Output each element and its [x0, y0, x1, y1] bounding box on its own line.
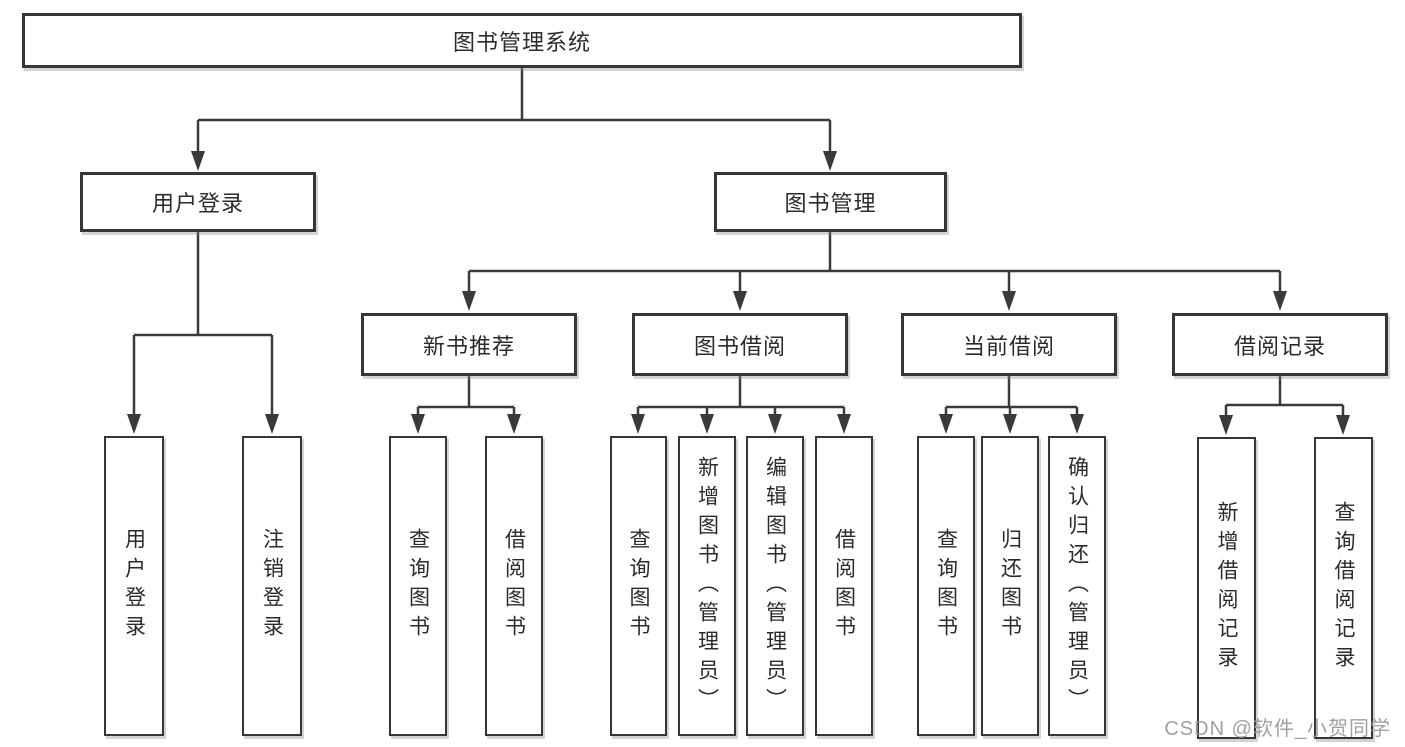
leaf-borrow-books: 借阅图书: [815, 436, 873, 736]
csdn-watermark: CSDN @软件_小贺同学: [1164, 718, 1391, 740]
arrowhead-icon: [733, 291, 747, 311]
arrowhead-icon: [462, 291, 476, 311]
leaf-logout-label: 注销登录: [260, 528, 284, 644]
leaf-add-book-admin: 新增图书（管理员）: [678, 436, 736, 736]
leaf-query-books-current-label: 查询图书: [934, 528, 958, 644]
leaf-confirm-return-admin: 确认归还（管理员）: [1048, 436, 1106, 736]
connector-book-management-to-level3: [462, 232, 1287, 311]
node-root-label: 图书管理系统: [452, 29, 591, 55]
arrowhead-icon: [631, 414, 645, 434]
arrowhead-icon: [507, 414, 521, 434]
node-book-management-label: 图书管理: [784, 191, 877, 216]
node-book-borrowing-label: 图书借阅: [693, 333, 786, 359]
arrowhead-icon: [1002, 291, 1016, 311]
arrowhead-icon: [191, 151, 205, 171]
node-borrow-records-label: 借阅记录: [1233, 333, 1326, 359]
leaf-user-login: 用户登录: [104, 436, 164, 736]
arrowhead-icon: [700, 414, 714, 434]
node-user-login-label: 用户登录: [151, 191, 244, 216]
node-user-login: 用户登录: [80, 172, 316, 232]
node-book-borrowing: 图书借阅: [632, 313, 848, 376]
leaf-borrow-books-recommend-label: 借阅图书: [502, 528, 526, 644]
leaf-query-books-borrowing-label: 查询图书: [627, 528, 650, 644]
leaf-return-book-label: 归还图书: [998, 528, 1022, 644]
arrowhead-icon: [265, 414, 279, 434]
arrowhead-icon: [1336, 415, 1350, 435]
arrowhead-icon: [1003, 414, 1017, 434]
leaf-edit-book-admin-label: 编辑图书（管理员）: [763, 455, 787, 717]
node-new-book-recommendation: 新书推荐: [361, 313, 577, 376]
arrowhead-icon: [768, 414, 782, 434]
connector-book-borrowing-to-leaves: [631, 376, 851, 434]
connector-current-borrowing-to-leaves: [939, 376, 1084, 434]
leaf-query-books-current: 查询图书: [917, 436, 975, 736]
leaf-query-books-recommend: 查询图书: [389, 436, 447, 736]
arrowhead-icon: [823, 151, 837, 171]
leaf-return-book: 归还图书: [981, 436, 1039, 736]
connector-new-book-to-leaves: [411, 376, 521, 434]
arrowhead-icon: [837, 414, 851, 434]
leaf-confirm-return-admin-label: 确认归还（管理员）: [1065, 455, 1089, 717]
node-new-book-recommendation-label: 新书推荐: [422, 333, 515, 359]
node-current-borrowing-label: 当前借阅: [962, 333, 1055, 359]
leaf-user-login-label: 用户登录: [122, 528, 146, 644]
leaf-borrow-books-label: 借阅图书: [832, 528, 856, 644]
arrowhead-icon: [1273, 291, 1287, 311]
node-borrow-records: 借阅记录: [1172, 313, 1388, 376]
leaf-add-borrow-record: 新增借阅记录: [1197, 437, 1256, 739]
leaf-logout: 注销登录: [242, 436, 302, 736]
connector-borrow-records-to-leaves: [1219, 376, 1350, 435]
arrowhead-icon: [411, 414, 425, 434]
arrowhead-icon: [127, 414, 141, 434]
leaf-query-books-borrowing: 查询图书: [610, 436, 667, 736]
arrowhead-icon: [939, 414, 953, 434]
leaf-borrow-books-recommend: 借阅图书: [485, 436, 543, 736]
node-root: 图书管理系统: [22, 13, 1022, 68]
leaf-query-borrow-record-label: 查询借阅记录: [1332, 501, 1355, 675]
leaf-add-book-admin-label: 新增图书（管理员）: [695, 455, 719, 717]
arrowhead-icon: [1219, 415, 1233, 435]
leaf-add-borrow-record-label: 新增借阅记录: [1215, 501, 1238, 675]
node-current-borrowing: 当前借阅: [901, 313, 1117, 376]
leaf-query-borrow-record: 查询借阅记录: [1314, 437, 1373, 739]
connector-user-login-to-leaves: [127, 232, 279, 434]
node-book-management: 图书管理: [714, 172, 947, 232]
connector-root-to-level2: [191, 68, 837, 171]
arrowhead-icon: [1070, 414, 1084, 434]
leaf-query-books-recommend-label: 查询图书: [406, 528, 430, 644]
leaf-edit-book-admin: 编辑图书（管理员）: [746, 436, 804, 736]
